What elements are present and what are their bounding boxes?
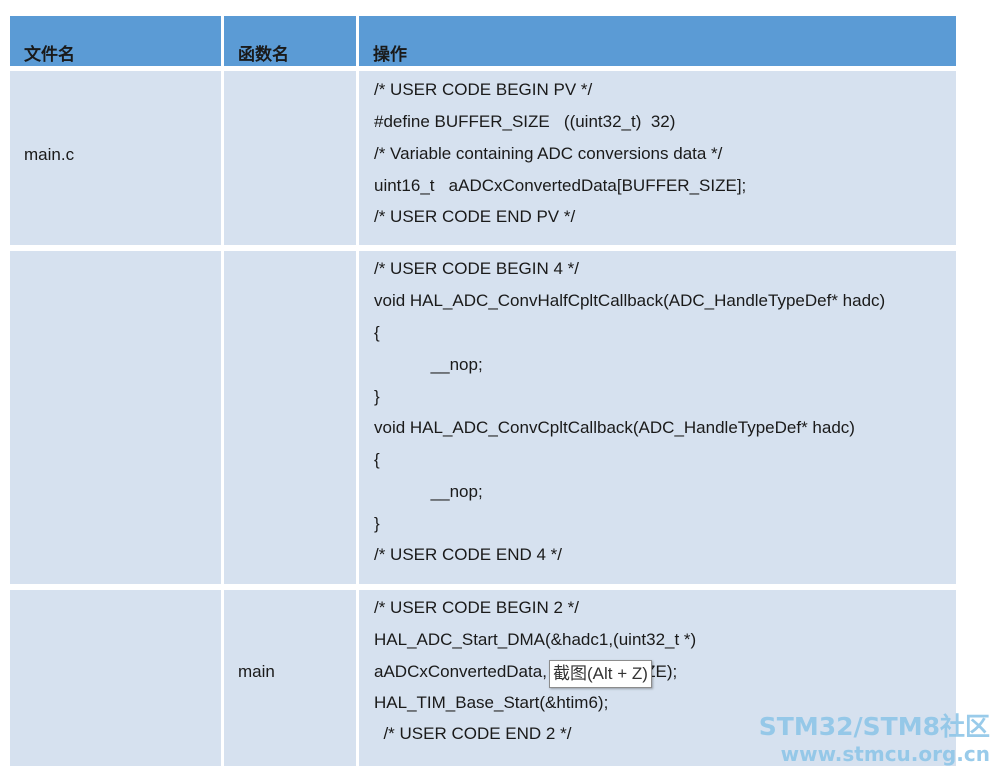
code-line: /* USER CODE BEGIN PV */ xyxy=(374,80,593,99)
row3-code-cell: /* USER CODE BEGIN 2 */ HAL_ADC_Start_DM… xyxy=(359,590,956,766)
screenshot-shortcut-tooltip: 截图(Alt + Z) xyxy=(549,660,652,688)
code-line: uint16_t aADCxConvertedData[BUFFER_SIZE]… xyxy=(374,176,747,195)
code-line: /* USER CODE BEGIN 2 */ xyxy=(374,598,579,617)
row1-code-cell: /* USER CODE BEGIN PV */ #define BUFFER_… xyxy=(359,71,956,245)
code-line: void HAL_ADC_ConvCpltCallback(ADC_Handle… xyxy=(374,418,855,437)
header-cell-filename: 文件名 xyxy=(10,16,221,66)
row2-file-cell xyxy=(10,251,221,584)
header-cell-operation: 操作 xyxy=(359,16,956,66)
code-line: HAL_ADC_Start_DMA(&hadc1,(uint32_t *) xyxy=(374,630,697,649)
header-function-label: 函数名 xyxy=(238,45,289,64)
row2-code-cell: /* USER CODE BEGIN 4 */ void HAL_ADC_Con… xyxy=(359,251,956,584)
code-line: /* USER CODE END 4 */ xyxy=(374,545,562,564)
code-line: __nop; xyxy=(374,355,483,374)
code-line: /* Variable containing ADC conversions d… xyxy=(374,144,723,163)
watermark-line2: www.stmcu.org.cn xyxy=(780,742,990,766)
row1-function-cell xyxy=(224,71,356,245)
row3-function-cell: main xyxy=(224,590,356,766)
code-line: /* USER CODE END PV */ xyxy=(374,207,576,226)
header-cell-function: 函数名 xyxy=(224,16,356,66)
code-line: } xyxy=(374,387,380,406)
code-line: #define BUFFER_SIZE ((uint32_t) 32) xyxy=(374,112,676,131)
code-line: HAL_TIM_Base_Start(&htim6); xyxy=(374,693,609,712)
code-line: void HAL_ADC_ConvHalfCpltCallback(ADC_Ha… xyxy=(374,291,886,310)
header-filename-label: 文件名 xyxy=(24,45,75,64)
row3-file-cell xyxy=(10,590,221,766)
code-line: __nop; xyxy=(374,482,483,501)
code-line: /* USER CODE BEGIN 4 */ xyxy=(374,259,579,278)
code-line: { xyxy=(374,323,380,342)
code-line: { xyxy=(374,450,380,469)
code-line: /* USER CODE END 2 */ xyxy=(374,724,572,743)
row1-file-name: main.c xyxy=(24,145,75,164)
row3-function-name: main xyxy=(238,662,275,681)
code-line: } xyxy=(374,514,380,533)
site-watermark: STM32/STM8社区 www.stmcu.org.cn xyxy=(759,712,990,766)
header-operation-label: 操作 xyxy=(373,45,407,64)
watermark-line1: STM32/STM8社区 xyxy=(758,712,990,741)
row2-function-cell xyxy=(224,251,356,584)
row1-file-cell: main.c xyxy=(10,71,221,245)
